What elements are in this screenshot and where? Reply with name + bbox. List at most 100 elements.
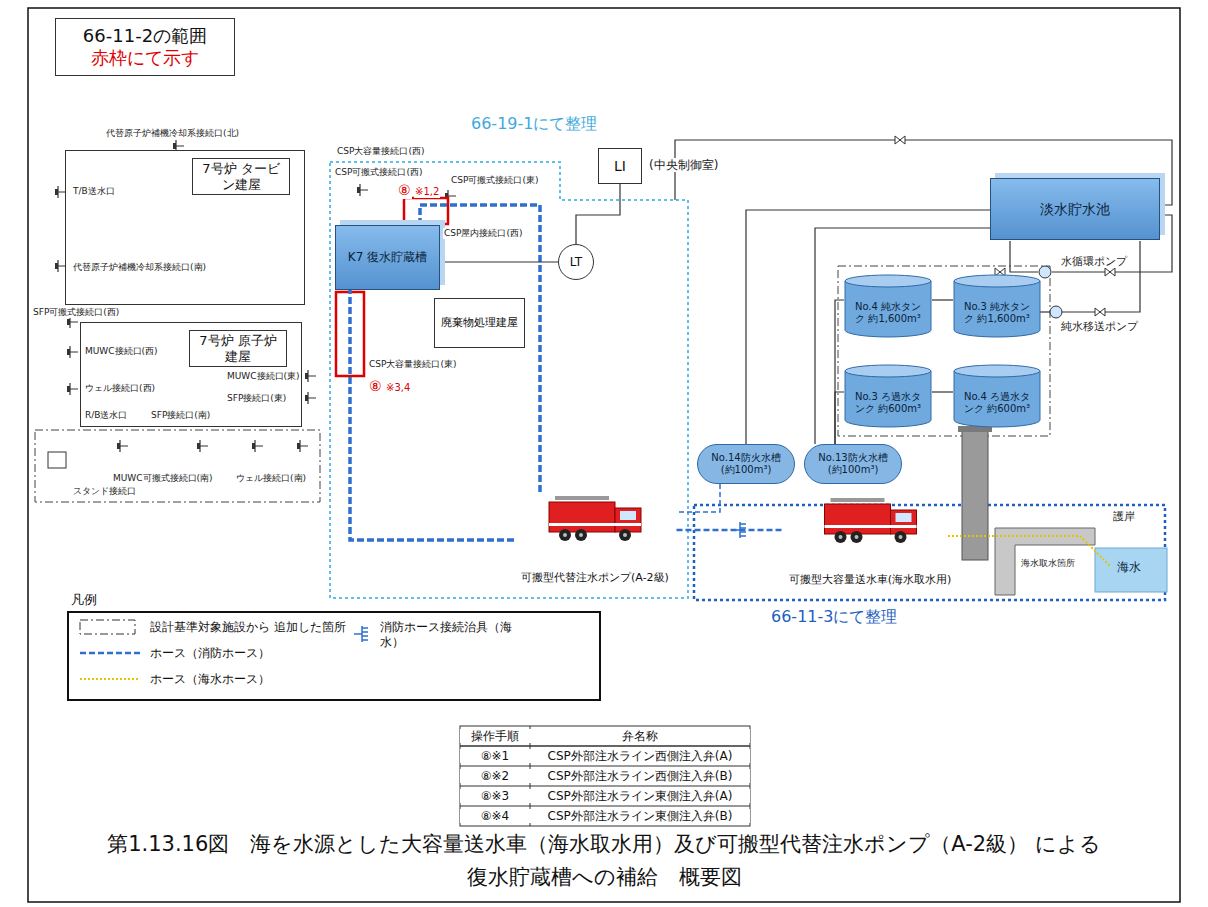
port-label: CSP可搬式接続口(西) — [334, 167, 423, 178]
condensate-tank: K7 復水貯蔵槽 — [335, 225, 440, 290]
legend-sample — [80, 652, 140, 655]
fire-hose — [676, 484, 720, 512]
port-label: CSP大容量接続口(東) — [368, 359, 457, 370]
water-supply-truck: 可搬型大容量送水車(海水取水用) — [782, 494, 959, 586]
pipe-line — [746, 210, 990, 444]
node-text: 赤枠にて示す — [91, 47, 199, 69]
table-cell: ⑧※1 — [460, 749, 530, 763]
port-label: SFP可搬式接続口(西) — [32, 307, 120, 318]
sea — [1095, 548, 1167, 592]
legend-text: ホース（海水ホース） — [150, 672, 270, 686]
truck-icon — [782, 494, 959, 548]
node-text: LI — [614, 158, 626, 175]
node-text: 淡水貯水池 — [1040, 201, 1110, 218]
pipe-line — [835, 300, 844, 444]
port-label: SFP接続口(南) — [150, 410, 211, 421]
pump-label: 水循環ポンプ — [1060, 255, 1128, 268]
added-tank-frame — [838, 266, 1050, 436]
pipe-line — [932, 299, 953, 300]
valve-table — [460, 726, 750, 826]
table-cell: 操作手順 — [460, 729, 530, 743]
legend-text: ホース（消防ホース） — [150, 646, 270, 660]
pipe-line — [932, 391, 953, 392]
node-text: K7 復水貯蔵槽 — [348, 250, 427, 264]
waste-building: 廃棄物処理建屋 — [434, 298, 525, 348]
node-text: 7号炉 原子炉建屋 — [189, 330, 287, 367]
structure-label: 護岸 — [1112, 510, 1136, 523]
table-cell: ⑧※4 — [460, 809, 530, 823]
node-text: No.14防火水槽 (約100m³) — [707, 452, 785, 476]
port-label: CSP可搬式接続口(東) — [450, 175, 539, 186]
region-title: 66-19-1にて整理 — [470, 114, 598, 133]
node-text: LT — [570, 255, 582, 269]
port-label: スタンド接続口 — [72, 486, 137, 497]
port-label: 代替原子炉補機冷却系接続口(南) — [72, 262, 207, 273]
connection-ports — [48, 140, 456, 468]
port-label: 代替原子炉補機冷却系接続口(北) — [105, 128, 240, 139]
legend-sample — [80, 620, 135, 634]
legend-entry: 消防ホース接続治具（海水） — [380, 620, 530, 650]
callout-note: ※3,4 — [385, 382, 411, 394]
node-text: 廃棄物処理建屋 — [441, 316, 518, 329]
legend-entry: 設計基準対象施設から 追加した箇所 — [150, 620, 346, 635]
port-label: ウェル接続口(西) — [84, 383, 156, 394]
scope-frame — [404, 198, 448, 224]
pipe-line — [440, 261, 558, 262]
table-cell: ⑧※2 — [460, 769, 530, 783]
revetment — [995, 528, 1095, 595]
port-label: R/B送水口 — [84, 410, 128, 421]
node-text: No.3 純水タンク 約1,600m³ — [960, 301, 1034, 325]
table-cell: ⑧※3 — [460, 789, 530, 803]
filtered-water-tank: No.4 ろ過水タンク 約600m³ — [953, 364, 1041, 428]
pure-water-tank: No.3 純水タンク 約1,600m³ — [953, 274, 1041, 338]
port-label: MUWC接続口(東) — [226, 371, 301, 382]
freshwater-pond: 淡水貯水池 — [990, 178, 1160, 240]
callout-number: ⑧ — [397, 182, 412, 199]
node-text: 可搬型大容量送水車(海水取水用) — [789, 573, 952, 586]
node-text: No.3 ろ過水タンク 約600m³ — [851, 391, 925, 415]
fire-water-tank: No.13防火水槽 (約100m³) — [804, 444, 902, 484]
node-text: No.4 純水タンク 約1,600m³ — [851, 301, 925, 325]
filtered-water-tank: No.3 ろ過水タンク 約600m³ — [844, 364, 932, 428]
fire-water-tank: No.14防火水槽 (約100m³) — [697, 444, 795, 484]
node-text: 7号炉 タービン建屋 — [192, 158, 290, 195]
port-label: T/B送水口 — [72, 186, 116, 197]
legend-entry: ホース（消防ホース） — [150, 646, 270, 661]
sea-label: 海水 — [1116, 560, 1142, 574]
legend-frame — [68, 612, 600, 700]
scope-note: 66-11-2の範囲赤枠にて示す — [55, 18, 235, 76]
port-label: CSP大容量接続口(西) — [336, 146, 425, 157]
legend-sample — [354, 626, 368, 642]
legend-sample — [80, 678, 140, 680]
table-cell: CSP外部注水ライン西側注入弁(B) — [530, 769, 750, 783]
legend-text: 消防ホース接続治具（海水） — [380, 620, 512, 649]
truck-icon — [514, 492, 676, 546]
level-indicator: LI — [598, 148, 642, 184]
pump-label: 純水移送ポンプ — [1060, 320, 1139, 333]
added-port-frame — [35, 430, 320, 502]
legend-text: 設計基準対象施設から 追加した箇所 — [150, 620, 346, 634]
table-cell: 弁名称 — [530, 729, 750, 743]
pipe-line — [576, 184, 620, 244]
port-label: MUWC接続口(西) — [84, 346, 159, 357]
region-title: 66-11-3にて整理 — [770, 607, 898, 626]
figure-caption: 第1.13.16図 海を水源とした大容量送水車（海水取水用）及び可搬型代替注水ポ… — [104, 828, 1104, 893]
region-66-11-3 — [694, 505, 1165, 600]
table-cell: CSP外部注水ライン東側注入弁(A) — [530, 789, 750, 803]
turbine-building: 7号炉 タービン建屋 — [65, 150, 305, 305]
node-text: 可搬型代替注水ポンプ(A-2級) — [521, 571, 669, 584]
region-66-19-1 — [330, 162, 688, 598]
fire-hose — [676, 529, 782, 532]
pump-truck: 可搬型代替注水ポンプ(A-2級) — [514, 492, 676, 584]
port-label: MUWC可搬式接続口(南) — [112, 473, 214, 484]
stack — [958, 426, 992, 560]
table-cell: CSP外部注水ライン東側注入弁(B) — [530, 809, 750, 823]
outer-frame — [28, 8, 1180, 902]
port-label: ウェル接続口(南) — [235, 473, 307, 484]
room-label: (中央制御室) — [648, 158, 719, 172]
node-text: 66-11-2の範囲 — [83, 25, 207, 47]
port-label: SFP接続口(東) — [226, 393, 287, 404]
intake-label: 海水取水箇所 — [1020, 558, 1076, 569]
